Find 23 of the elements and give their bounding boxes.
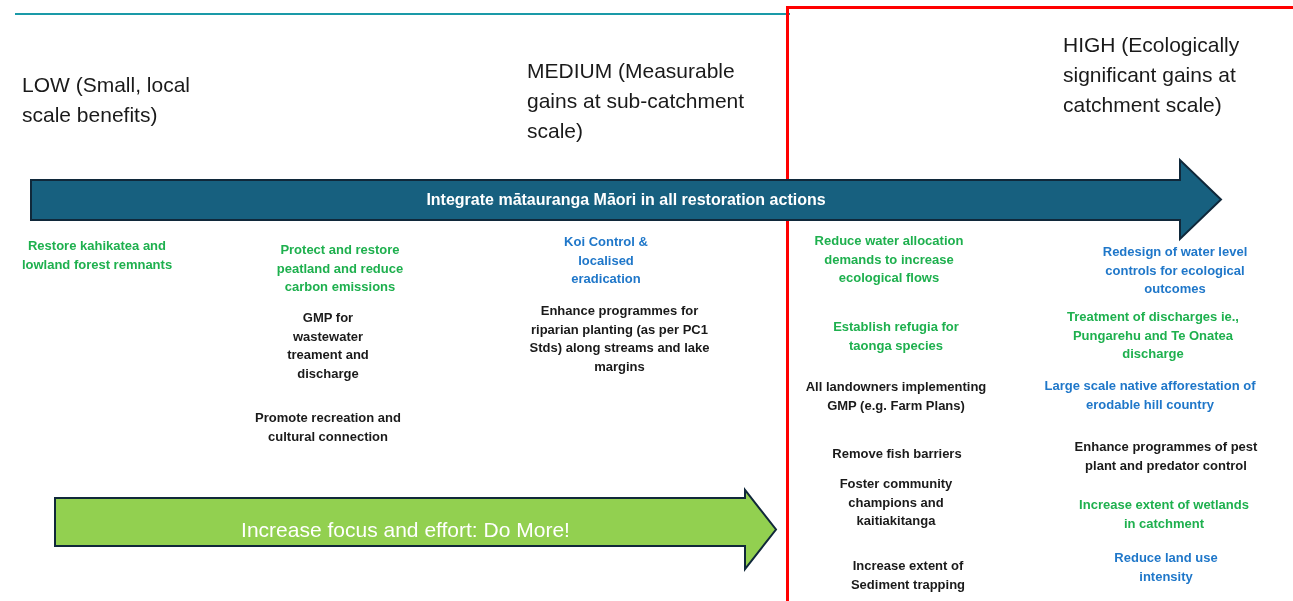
- action-text: Enhance programmes of pest plant and predator control: [1073, 438, 1259, 475]
- action-text: GMP for wastewater treament and discharge: [286, 309, 370, 383]
- action-text: Large scale native afforestation of erodable hill country: [1043, 377, 1257, 414]
- action-text: Protect and restore peatland and reduce carbon emissions: [275, 241, 405, 296]
- action-text: Promote recreation and cultural connection: [254, 409, 402, 446]
- action-text: All landowners implementing GMP (e.g. Farm Plans): [804, 378, 988, 415]
- arrow-label: Integrate mātauranga Māori in all restoration actions: [426, 190, 826, 209]
- level-heading: MEDIUM (Measurable gains at sub-catchment scale): [527, 58, 746, 144]
- action-text: Restore kahikatea and lowland forest remnants: [20, 237, 174, 274]
- action-text: Increase extent of Sediment trapping: [849, 557, 967, 594]
- action-text: Enhance programmes for riparian planting (as per PC1 Stds) along streams and lake margins: [528, 302, 711, 376]
- action-text: Establish refugia for taonga species: [832, 318, 960, 355]
- arrow-label: Increase focus and effort: Do More!: [241, 517, 570, 542]
- action-text: Redesign of water level controls for ecological outcomes: [1101, 243, 1249, 298]
- action-text: Reduce water allocation demands to increase ecological flows: [813, 232, 965, 287]
- action-text: Remove fish barriers: [831, 445, 963, 463]
- action-text: Reduce land use intensity: [1113, 549, 1219, 586]
- level-heading: LOW (Small, local scale benefits): [22, 72, 192, 128]
- action-text: Treatment of discharges ie., Pungarehu and Te Onatea discharge: [1066, 308, 1240, 363]
- action-text: Increase extent of wetlands in catchment: [1078, 496, 1250, 533]
- action-text: Foster community champions and kaitiakitanga: [838, 475, 954, 530]
- level-heading: HIGH (Ecologically significant gains at catchment scale): [1063, 32, 1241, 118]
- action-text: Koi Control & localised eradication: [563, 233, 649, 288]
